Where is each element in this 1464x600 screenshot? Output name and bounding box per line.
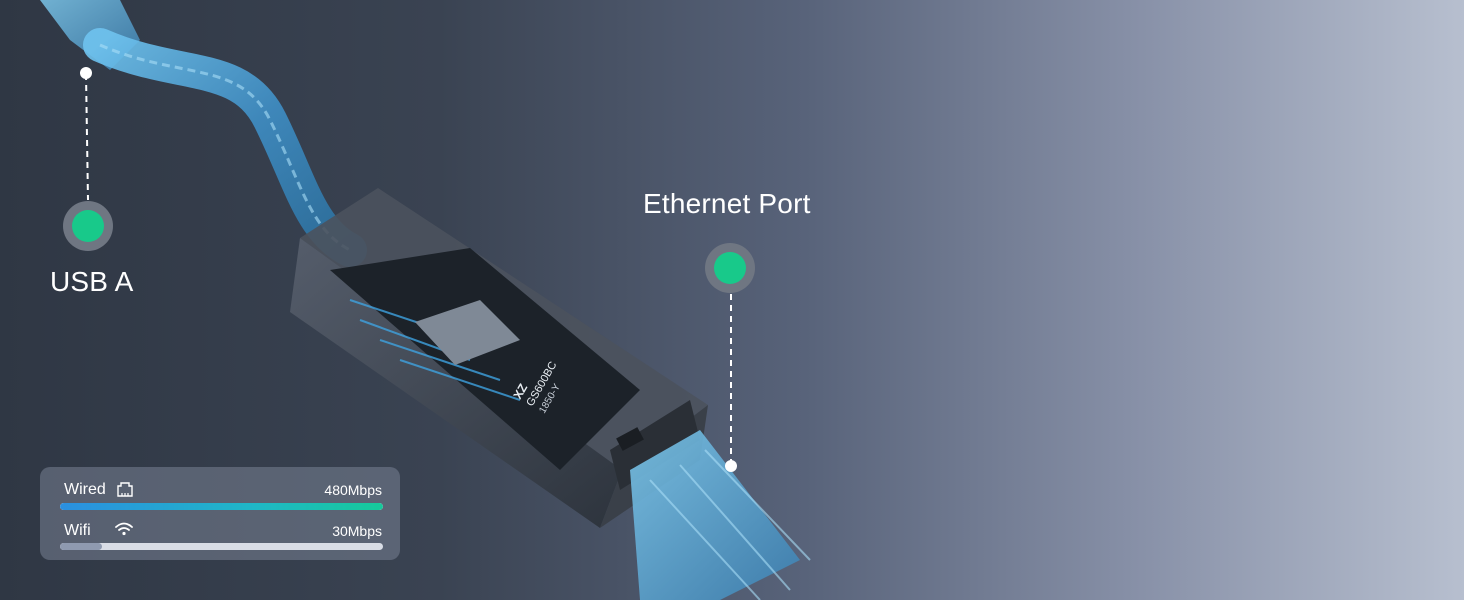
wifi-speed-bar	[60, 543, 383, 550]
speed-comparison-panel: Wired 480Mbps Wifi 30Mbps	[40, 467, 400, 560]
ethernet-callout-dot	[714, 252, 746, 284]
wifi-speed-bar-fill	[60, 543, 102, 550]
wired-row: Wired 480Mbps	[64, 481, 382, 499]
usb-callout	[63, 67, 113, 251]
chip-brand: XZ	[510, 381, 530, 401]
ethernet-port-icon	[116, 480, 134, 503]
wifi-icon	[114, 521, 134, 542]
usb-callout-dot	[72, 210, 104, 242]
ethernet-port-label: Ethernet Port	[643, 188, 811, 219]
wifi-speed-value: 30Mbps	[332, 523, 382, 539]
wifi-row: Wifi 30Mbps	[64, 522, 382, 540]
wired-label: Wired	[64, 481, 106, 498]
usb-a-label: USB A	[50, 266, 134, 297]
wired-speed-bar-fill	[60, 503, 383, 510]
wired-speed-bar	[60, 503, 383, 510]
wifi-label: Wifi	[64, 522, 91, 539]
wired-speed-value: 480Mbps	[324, 482, 382, 498]
ethernet-callout	[705, 243, 755, 472]
ethernet-cable	[630, 430, 811, 600]
usb-cable	[40, 0, 367, 267]
